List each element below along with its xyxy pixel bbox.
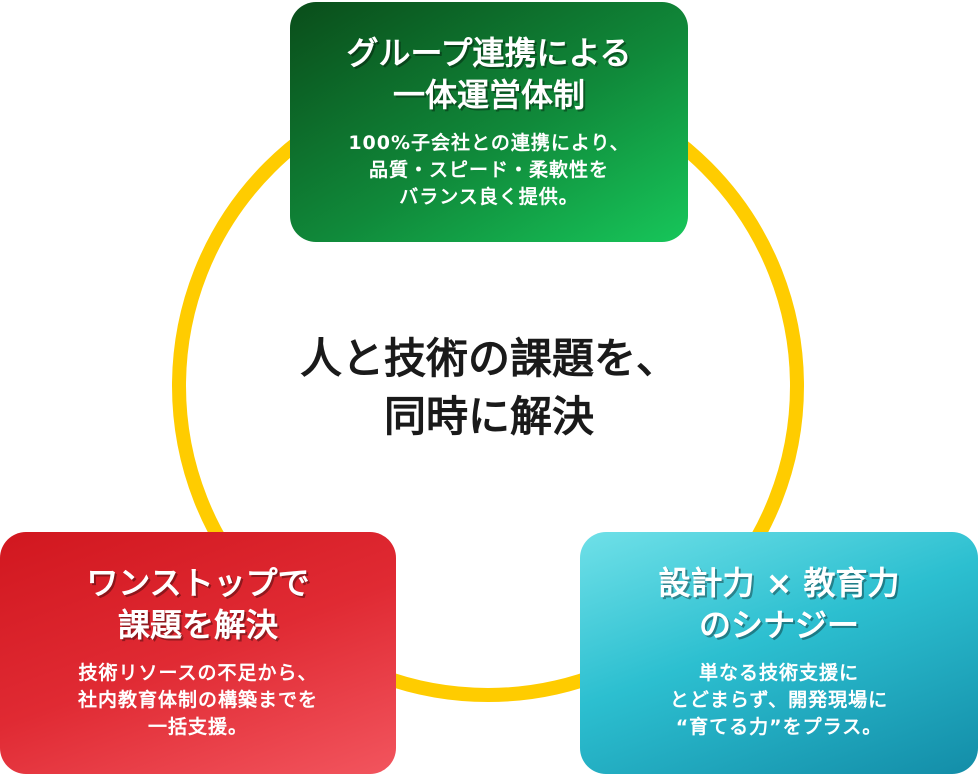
- synergy-card-title: 設計力 × 教育力 のシナジー: [580, 562, 978, 646]
- synergy-card-body-line-3: “育てる力”をプラス。: [675, 716, 883, 738]
- onestop-card-body-line-1: 技術リソースの不足から、: [78, 662, 318, 684]
- group-collaboration-card: グループ連携による 一体運営体制 100%子会社との連携により、 品質・スピード…: [290, 2, 688, 242]
- group-card-body-line-3: バランス良く提供。: [399, 186, 579, 208]
- synergy-card-body-line-1: 単なる技術支援に: [698, 662, 859, 684]
- group-card-body-line-2: 品質・スピード・柔軟性を: [368, 159, 609, 181]
- onestop-card-body-line-2: 社内教育体制の構築までを: [77, 689, 318, 711]
- onestop-card-title-line-2: 課題を解決: [117, 606, 278, 644]
- group-card-body: 100%子会社との連携により、 品質・スピード・柔軟性を バランス良く提供。: [290, 130, 688, 211]
- onestop-card-body-line-3: 一括支援。: [147, 716, 248, 738]
- group-card-body-line-1: 100%子会社との連携により、: [348, 132, 630, 154]
- synergy-card: 設計力 × 教育力 のシナジー 単なる技術支援に とどまらず、開発現場に “育て…: [580, 532, 978, 774]
- synergy-card-body-line-2: とどまらず、開発現場に: [669, 689, 889, 711]
- synergy-card-title-line-2: のシナジー: [698, 606, 859, 644]
- onestop-card-title-line-1: ワンストップで: [86, 564, 310, 602]
- synergy-card-title-line-1: 設計力 × 教育力: [658, 564, 900, 602]
- group-card-title: グループ連携による 一体運営体制: [290, 32, 688, 116]
- center-heading-line-2: 同時に解決: [383, 392, 594, 441]
- onestop-card-body: 技術リソースの不足から、 社内教育体制の構築までを 一括支援。: [0, 660, 396, 741]
- center-heading: 人と技術の課題を、 同時に解決: [239, 330, 739, 446]
- group-card-title-line-2: 一体運営体制: [392, 76, 585, 114]
- onestop-card-title: ワンストップで 課題を解決: [0, 562, 396, 646]
- center-heading-line-1: 人と技術の課題を、: [299, 334, 678, 383]
- group-card-title-line-1: グループ連携による: [346, 34, 632, 72]
- onestop-card: ワンストップで 課題を解決 技術リソースの不足から、 社内教育体制の構築までを …: [0, 532, 396, 774]
- synergy-card-body: 単なる技術支援に とどまらず、開発現場に “育てる力”をプラス。: [580, 660, 978, 741]
